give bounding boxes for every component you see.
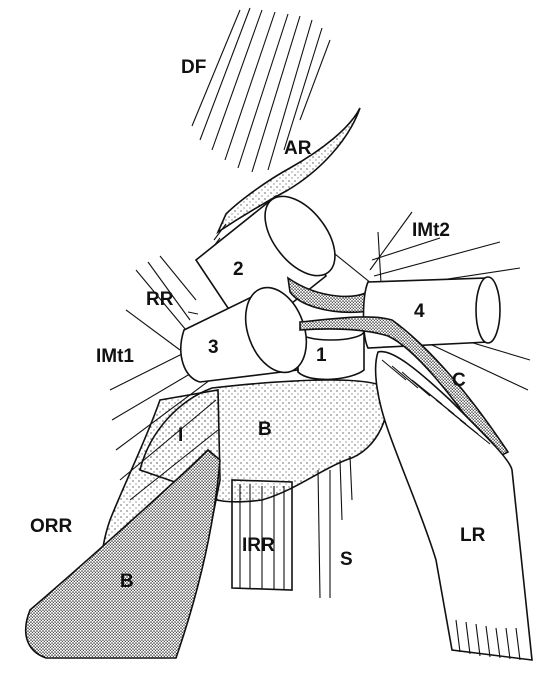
label-orr: ORR xyxy=(30,517,72,536)
label-s: S xyxy=(340,550,353,569)
label-ar: AR xyxy=(284,139,311,158)
label-n2: 2 xyxy=(233,260,244,279)
label-rr: RR xyxy=(146,290,173,309)
label-imt1: IMt1 xyxy=(96,347,134,366)
label-df: DF xyxy=(181,58,206,77)
label-lr: LR xyxy=(460,526,485,545)
label-b-upper: B xyxy=(258,420,272,439)
label-irr: IRR xyxy=(242,536,275,555)
label-n1: 1 xyxy=(316,346,327,365)
label-c: C xyxy=(452,371,466,390)
rr-leader xyxy=(188,312,198,314)
cylinder-4 xyxy=(364,277,501,348)
label-i: I xyxy=(178,426,183,445)
label-n4: 4 xyxy=(414,302,425,321)
label-b-lower: B xyxy=(120,572,134,591)
s-structure xyxy=(318,456,352,598)
label-imt2: IMt2 xyxy=(412,221,450,240)
label-n3: 3 xyxy=(208,338,219,357)
